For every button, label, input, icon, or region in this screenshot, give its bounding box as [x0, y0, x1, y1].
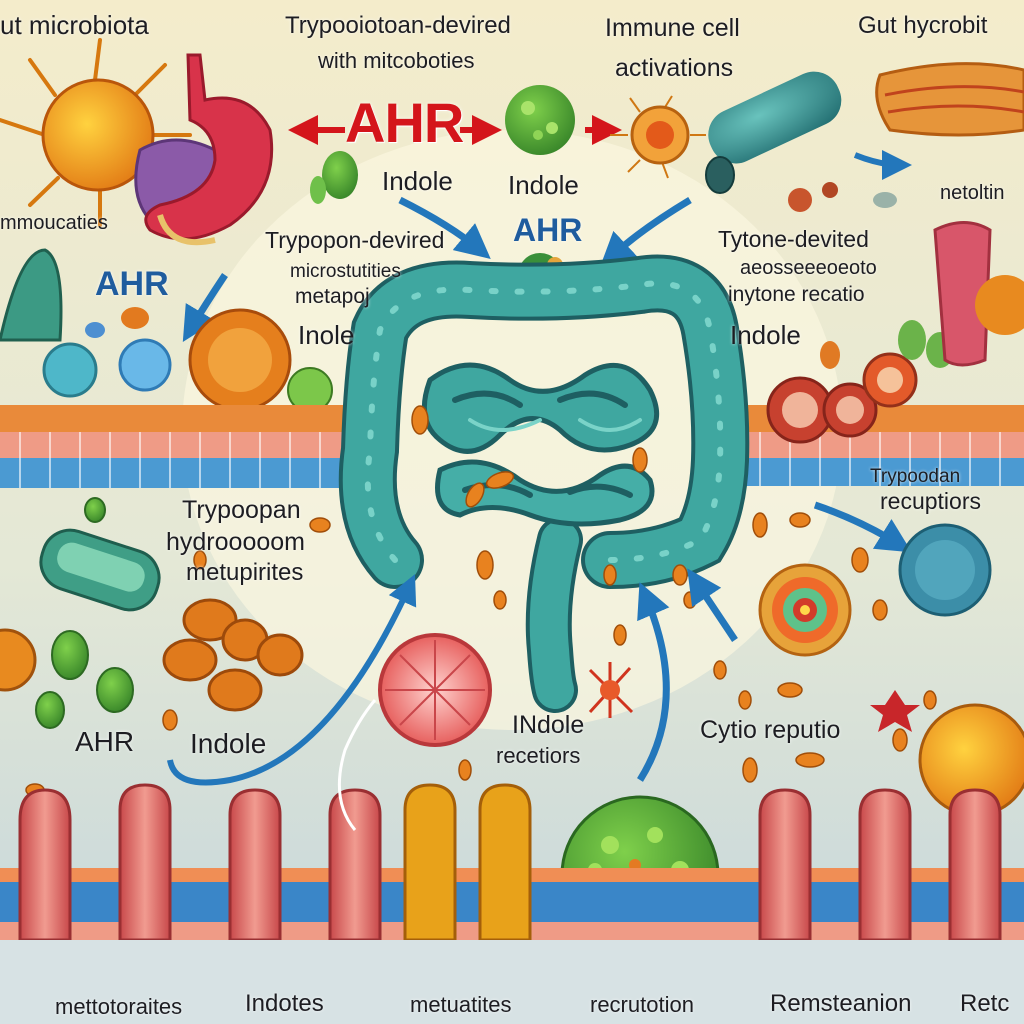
label-ahr-center-red: AHR: [345, 91, 464, 154]
label-metupirites: metupirites: [186, 559, 304, 586]
label-gut-microbiota-left: ut microbiota: [0, 10, 149, 40]
label-hydrooooom: hydrooooom: [166, 528, 305, 556]
villi-icon: [0, 783, 1024, 1024]
label-ahr-left-blue: AHR: [95, 265, 169, 303]
label-trypoodan-right: Trypoodan: [870, 466, 961, 487]
label-microstutities: microstutities: [290, 261, 401, 282]
label-inytone-recatio: inytone recatio: [728, 283, 865, 306]
arrow-icon: [813, 501, 912, 553]
label-indole-top-left: Indole: [382, 166, 453, 196]
label-immune-cell-line2: activations: [615, 54, 734, 82]
bacterium-icon: [39, 528, 161, 612]
label-mmoucaties: mmoucaties: [0, 212, 108, 234]
label-netoltin: netoltin: [940, 182, 1005, 204]
label-indole-mid-right: Indole: [730, 320, 801, 350]
villi-icon: [0, 405, 355, 488]
label-tytone-devited: Tytone-devited: [718, 226, 869, 252]
label-metapoj: metapoj: [295, 285, 370, 308]
label-cytio-reputio: Cytio reputio: [700, 716, 841, 744]
label-indole-bottom-left: Indole: [190, 728, 267, 759]
label-ahr-center-blue: AHR: [513, 212, 583, 248]
label-indole-top-center: Indole: [508, 170, 579, 200]
immune-cell-icon: [610, 95, 706, 179]
label-indole-mid-left: Inole: [298, 320, 355, 350]
bacterium-icon: [705, 71, 842, 194]
label-gut-microbiota-right: Gut hycrobit: [858, 12, 988, 39]
immune-cell-icon: [505, 85, 575, 155]
label-garbled-line: aeosseeeoeoto: [740, 257, 877, 279]
label-bottom-indotes: Indotes: [245, 990, 324, 1017]
arrow-icon: [853, 149, 912, 180]
arrow-icon: [182, 273, 228, 343]
intestine-icon: [338, 254, 750, 713]
label-trypopon-devired: Trypopon-devired: [265, 227, 445, 253]
arrow-icon: [637, 582, 670, 782]
arrow-icon: [398, 196, 491, 259]
label-recuptiors: recuptiors: [880, 488, 981, 514]
label-bottom-retc: Retc: [960, 990, 1010, 1017]
label-indole-receptors: INdole: [512, 711, 585, 739]
label-bottom-metuatites: metuatites: [410, 992, 512, 1017]
label-tryptophan-top-line2: with mitcoboties: [318, 48, 475, 73]
arrow-icon: [687, 568, 738, 642]
label-bottom-metotoraites: mettotoraites: [55, 994, 183, 1019]
label-trypoopan: Trypoopan: [182, 496, 301, 524]
bacterium-icon: [875, 62, 1024, 137]
label-tryptophan-top: Trypooiotoan-devired: [285, 12, 511, 39]
label-immune-cell: Immune cell: [605, 14, 740, 42]
label-bottom-remstanion: Remsteanion: [770, 990, 912, 1017]
label-indole-receptors-line2: recetiors: [496, 743, 581, 768]
immune-cell-icon: [758, 563, 852, 657]
stomach-icon: [144, 53, 274, 246]
label-ahr-bottom-left: AHR: [75, 726, 135, 757]
label-bottom-recrutotion: recrutotion: [590, 992, 694, 1017]
villi-icon: [730, 320, 1024, 486]
arrow-icon: [167, 574, 417, 786]
arrow-icon: [599, 196, 692, 268]
immune-cell-icon: [378, 633, 492, 747]
